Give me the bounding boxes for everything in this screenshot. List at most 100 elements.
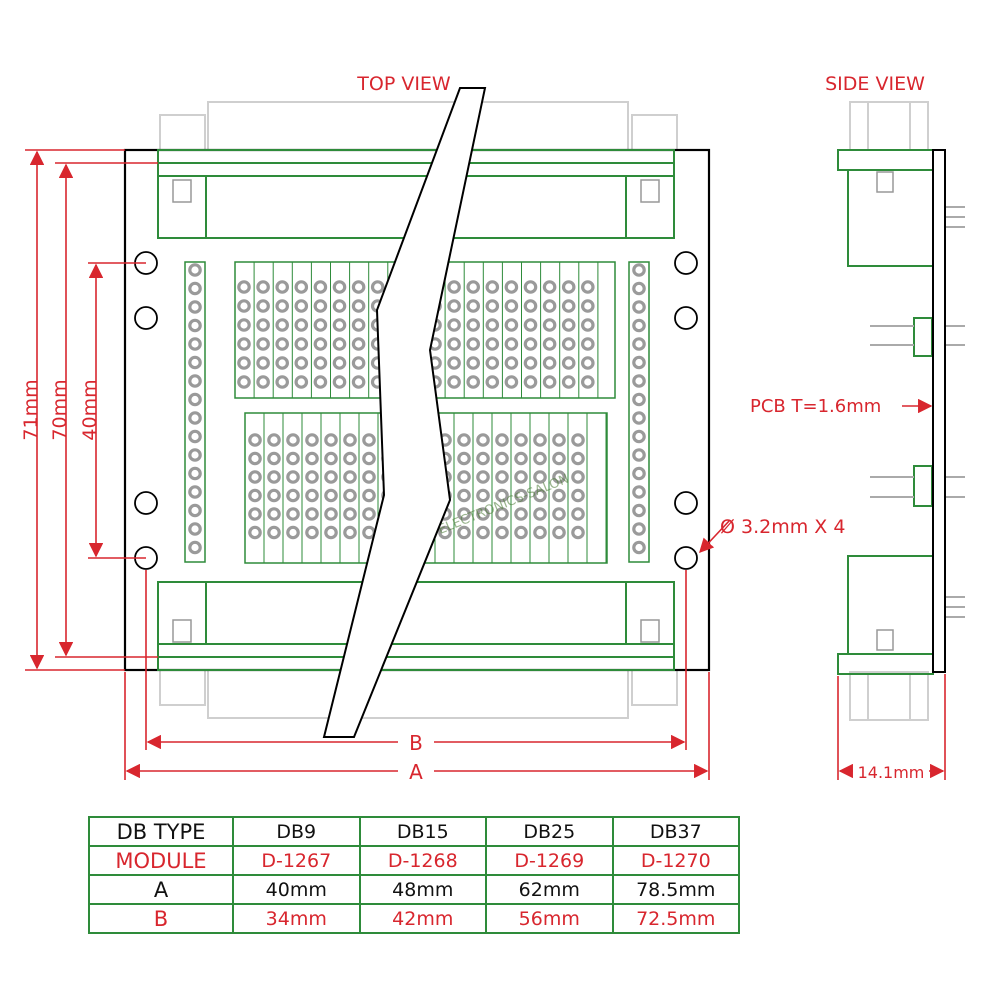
pad-hole bbox=[313, 299, 328, 313]
pad-hole bbox=[275, 318, 289, 332]
pad-hole bbox=[466, 318, 480, 332]
pad-hole bbox=[351, 356, 366, 370]
top-view-label: TOP VIEW bbox=[356, 73, 451, 95]
pad-hole bbox=[332, 337, 347, 351]
pad-hole bbox=[188, 318, 202, 333]
pad-hole bbox=[632, 411, 646, 425]
pad-hole bbox=[542, 318, 557, 332]
pad-hole bbox=[332, 356, 347, 370]
pad-hole bbox=[504, 318, 519, 332]
pad-hole bbox=[267, 433, 281, 447]
pad-hole bbox=[313, 356, 328, 370]
dim-70-label: 70mm bbox=[49, 379, 71, 440]
pad-hole bbox=[504, 280, 519, 294]
pad-hole bbox=[294, 280, 309, 294]
pad-hole bbox=[580, 299, 595, 313]
pad-hole bbox=[533, 470, 547, 484]
pad-hole bbox=[447, 318, 461, 332]
pad-hole bbox=[457, 451, 471, 466]
table-cell: 42mm bbox=[358, 903, 487, 934]
pad-hole bbox=[362, 488, 376, 503]
pad-hole bbox=[571, 488, 585, 503]
pad-hole bbox=[457, 433, 471, 447]
table-cell: DB15 bbox=[358, 816, 487, 847]
side-view-label: SIDE VIEW bbox=[825, 73, 925, 95]
table-cell: D-1270 bbox=[611, 845, 740, 876]
table-cell: 40mm bbox=[232, 874, 361, 905]
pad-hole bbox=[523, 337, 538, 351]
pad-hole bbox=[267, 525, 281, 540]
pad-hole bbox=[632, 429, 646, 444]
dim-side-label: 14.1mm bbox=[858, 763, 925, 782]
pad-hole bbox=[188, 263, 202, 277]
pad-hole bbox=[305, 470, 319, 484]
pad-hole bbox=[632, 263, 646, 277]
pad-hole bbox=[571, 451, 585, 466]
pad-hole bbox=[580, 337, 595, 351]
pad-hole bbox=[542, 299, 557, 313]
pad-hole bbox=[447, 337, 461, 351]
pad-hole bbox=[188, 485, 202, 499]
pad-hole bbox=[485, 375, 500, 389]
pad-hole bbox=[552, 451, 566, 466]
pad-hole bbox=[523, 356, 538, 370]
pad-hole bbox=[294, 299, 309, 313]
pad-hole bbox=[533, 488, 547, 503]
pad-hole bbox=[324, 451, 338, 466]
pad-hole bbox=[457, 507, 471, 521]
dim-71-label: 71mm bbox=[20, 379, 42, 440]
pad-hole bbox=[248, 507, 262, 521]
pad-hole bbox=[313, 280, 328, 294]
pad-hole bbox=[286, 470, 300, 484]
pad-hole bbox=[561, 337, 576, 351]
pad-hole bbox=[188, 281, 202, 296]
dim-a-label: A bbox=[409, 760, 423, 784]
pad-hole bbox=[632, 337, 646, 351]
pad-hole bbox=[343, 488, 357, 503]
pcb-thickness-label: PCB T=1.6mm bbox=[750, 396, 881, 417]
pad-hole bbox=[561, 299, 576, 313]
pad-hole bbox=[294, 318, 309, 332]
dimension-lines-left bbox=[25, 149, 158, 671]
pad-hole bbox=[343, 451, 357, 466]
pad-hole bbox=[523, 299, 538, 313]
pad-hole bbox=[332, 299, 347, 313]
pad-hole bbox=[523, 375, 538, 389]
pad-hole bbox=[552, 525, 566, 540]
pad-hole bbox=[485, 299, 500, 313]
pad-hole bbox=[362, 525, 376, 540]
pad-hole bbox=[313, 318, 328, 332]
pad-hole bbox=[533, 507, 547, 521]
pad-hole bbox=[188, 466, 202, 481]
pad-hole bbox=[632, 540, 646, 555]
table-row: B 34mm 42mm 56mm 72.5mm bbox=[88, 903, 740, 934]
pad-hole bbox=[324, 433, 338, 447]
pad-hole bbox=[324, 488, 338, 503]
pad-hole bbox=[542, 337, 557, 351]
pad-hole bbox=[188, 300, 202, 314]
pad-hole bbox=[504, 356, 519, 370]
pad-hole bbox=[485, 318, 500, 332]
dim-40-label: 40mm bbox=[79, 379, 101, 440]
pad-hole bbox=[188, 411, 202, 425]
pad-hole bbox=[188, 429, 202, 444]
pad-hole bbox=[248, 525, 262, 540]
side-view-drawing bbox=[837, 101, 965, 721]
pad-hole bbox=[351, 280, 366, 294]
pad-hole bbox=[267, 451, 281, 466]
pad-hole bbox=[275, 337, 289, 351]
pad-hole bbox=[188, 540, 202, 555]
pad-hole bbox=[237, 356, 251, 370]
pad-hole bbox=[632, 485, 646, 499]
table-cell: D-1267 bbox=[232, 845, 361, 876]
pad-hole bbox=[248, 433, 262, 447]
pad-hole bbox=[248, 470, 262, 484]
table-row: DB TYPE DB9 DB15 DB25 DB37 bbox=[88, 816, 740, 847]
pad-hole bbox=[305, 488, 319, 503]
dimension-drawing: ELECTRONICS-SALON TOP VIEW 71mm 70mm 40m… bbox=[20, 73, 965, 784]
screw-icons bbox=[172, 179, 660, 643]
pad-hole bbox=[504, 337, 519, 351]
pad-hole bbox=[476, 470, 490, 484]
pad-hole bbox=[256, 299, 270, 313]
table-cell: A bbox=[88, 874, 234, 905]
